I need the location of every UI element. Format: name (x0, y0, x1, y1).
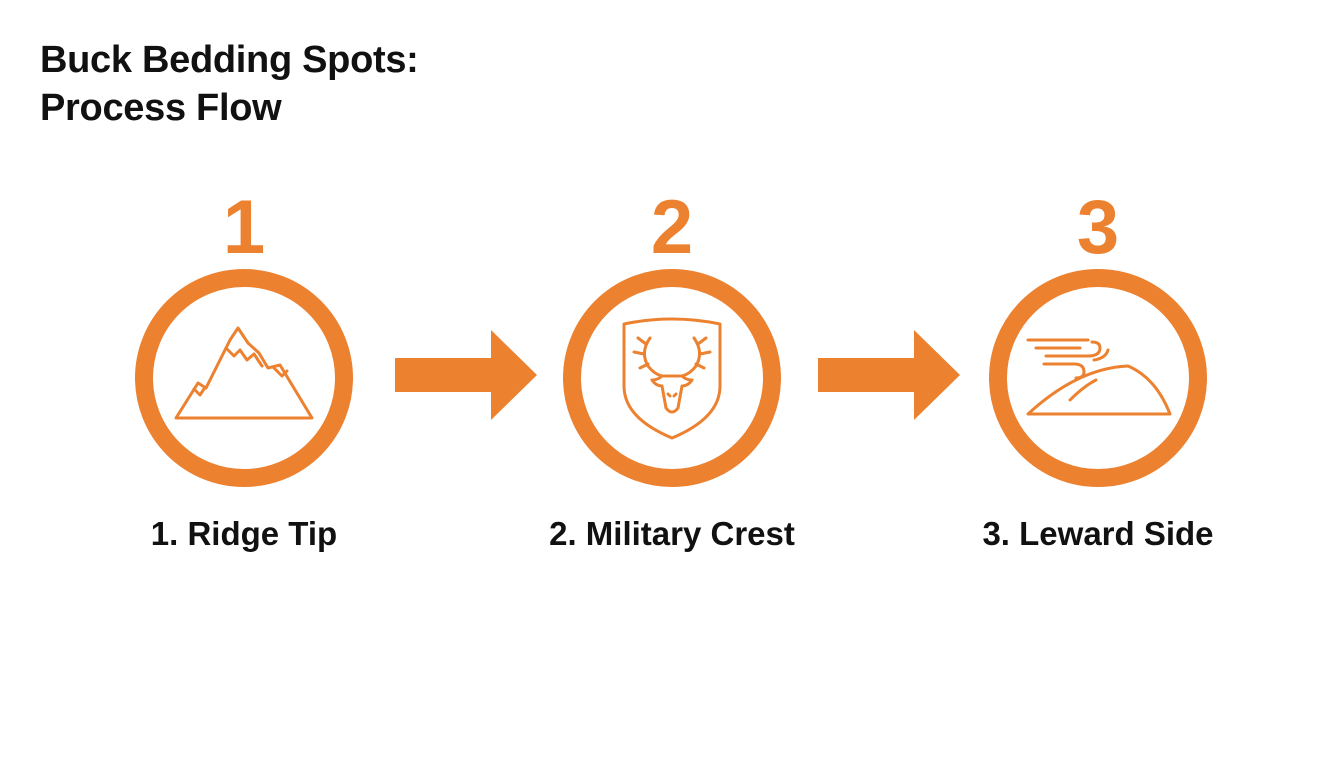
arrow-right-icon (395, 330, 537, 420)
flow-arrow-2-3 (818, 330, 960, 420)
deer-shield-icon (622, 317, 722, 440)
step-circle (134, 268, 354, 488)
step-number: 1 (222, 185, 266, 270)
title-line-2: Process Flow (40, 87, 282, 129)
diagram-title: Buck Bedding Spots: Process Flow (40, 36, 419, 132)
step-circle (562, 268, 782, 488)
step-number: 2 (650, 185, 694, 270)
step-label: 2. Military Crest (549, 515, 795, 552)
step-number: 3 (1076, 185, 1120, 270)
mountain-icon (174, 326, 314, 420)
step-circle (988, 268, 1208, 488)
step-label: 1. Ridge Tip (150, 515, 338, 552)
flow-arrow-1-2 (395, 330, 537, 420)
wind-hill-icon (1026, 338, 1172, 416)
step-label: 3. Leward Side (982, 515, 1214, 552)
title-line-1: Buck Bedding Spots: (40, 39, 419, 81)
arrow-right-icon (818, 330, 960, 420)
